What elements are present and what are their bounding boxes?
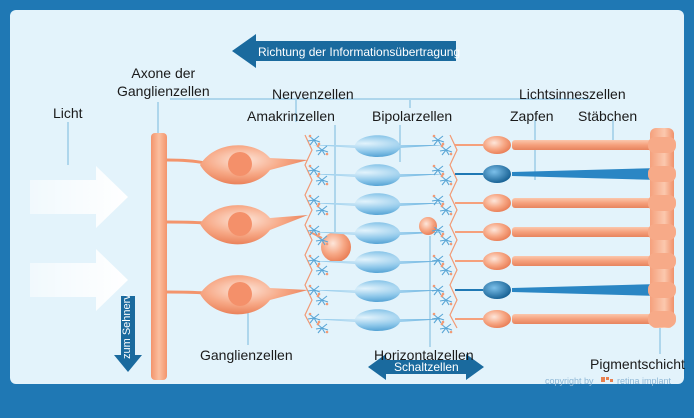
- pigment-layer: [648, 128, 676, 328]
- axon-bundle: [151, 133, 167, 380]
- rod: [455, 136, 660, 154]
- retina-implant-logo-icon: [601, 377, 613, 382]
- rod: [455, 252, 660, 270]
- label-licht: Licht: [53, 105, 83, 121]
- ganglion-cell: [200, 275, 308, 314]
- label-amakrinzellen: Amakrinzellen: [247, 108, 335, 124]
- photoreceptors: [455, 136, 660, 328]
- light-arrow-upper: [30, 166, 128, 228]
- ganglion-cell: [200, 145, 308, 184]
- cone: [455, 165, 660, 183]
- label-axone: Axone der Ganglienzellen: [117, 64, 210, 100]
- rod: [455, 194, 660, 212]
- copyright-brand: retina implant: [617, 376, 671, 386]
- rod: [455, 223, 660, 241]
- cone: [455, 281, 660, 299]
- label-staebchen: Stäbchen: [578, 108, 637, 124]
- rod: [455, 310, 660, 328]
- label-nervenzellen: Nervenzellen: [272, 86, 354, 102]
- amacrine-cell: [310, 232, 351, 262]
- direction-arrow-label: Richtung der Informationsübertragung: [258, 45, 460, 59]
- copyright-text: copyright by: [545, 376, 594, 386]
- optic-nerve-label: zum Sehnerv: [120, 289, 134, 359]
- schaltzellen-label: Schaltzellen: [394, 360, 459, 374]
- ganglion-cell: [200, 205, 308, 244]
- label-bipolarzellen: Bipolarzellen: [372, 108, 452, 124]
- label-pigmentschicht: Pigmentschicht: [590, 356, 685, 372]
- light-arrow-lower: [30, 249, 128, 311]
- label-lichtsinneszellen: Lichtsinneszellen: [519, 86, 626, 102]
- label-zapfen: Zapfen: [510, 108, 554, 124]
- label-ganglienzellen: Ganglienzellen: [200, 347, 293, 363]
